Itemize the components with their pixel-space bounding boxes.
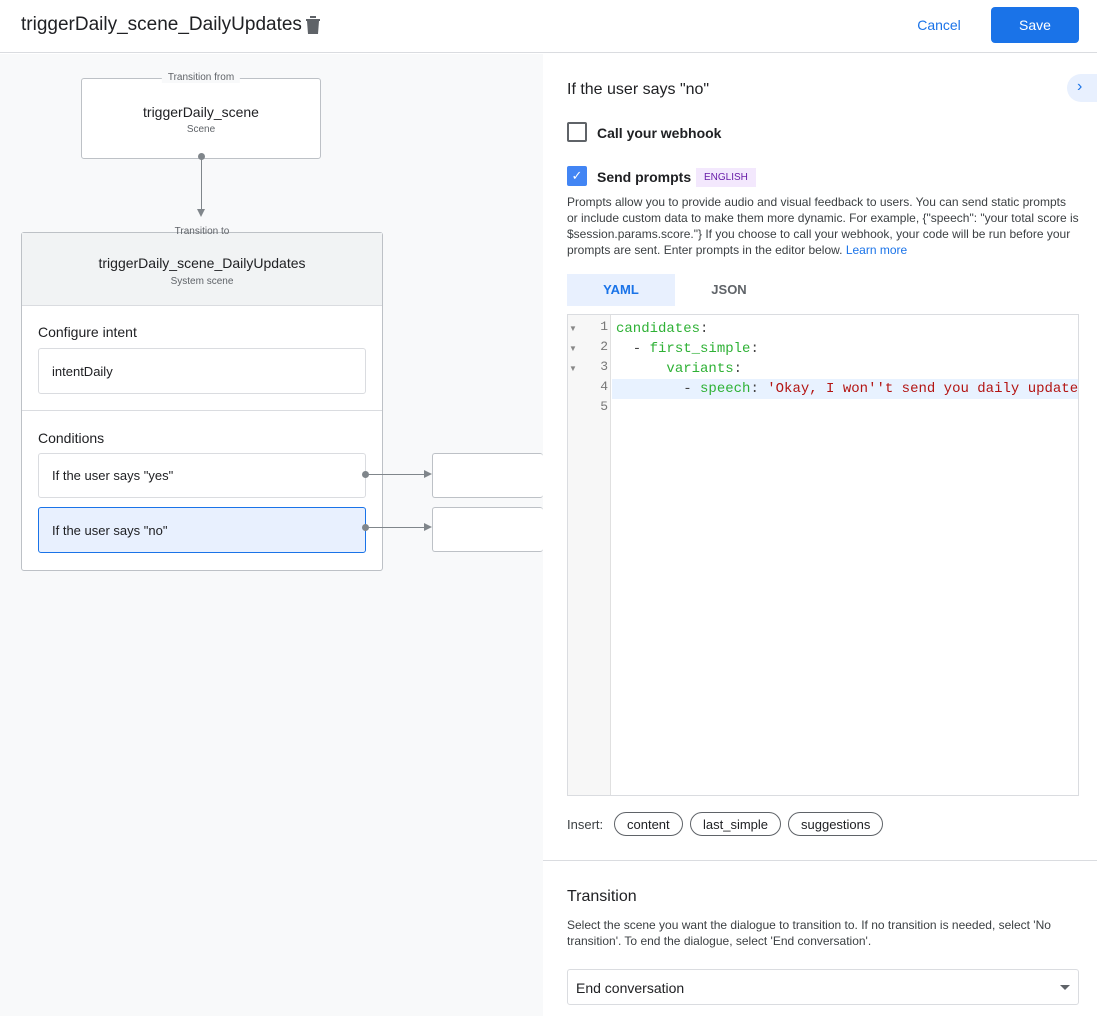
code-token: : [700, 321, 709, 337]
line-number: 1 [600, 319, 608, 334]
scene-type: System scene [170, 276, 234, 287]
target-node-yes[interactable] [432, 453, 543, 498]
chevron-right-icon[interactable]: › [1067, 74, 1097, 102]
code-token [616, 361, 666, 377]
code-token: - [616, 341, 650, 357]
transition-title: Transition [567, 888, 637, 905]
arrow-right-icon [424, 523, 432, 531]
connector-line [366, 527, 426, 528]
insert-label: Insert: [567, 817, 604, 832]
line-number: 2 [600, 339, 608, 354]
code-token: - [616, 381, 701, 397]
tab-json[interactable]: JSON [711, 282, 747, 297]
dropdown-arrow-icon [1060, 985, 1070, 990]
code-token: : [750, 341, 759, 357]
transition-description: Select the scene you want the dialogue t… [567, 918, 1051, 948]
scene-type: Scene [186, 124, 216, 135]
conditions-label: Conditions [38, 430, 105, 446]
transition-select[interactable]: End conversation [567, 969, 1079, 1005]
insert-chip-content[interactable]: content [614, 812, 683, 836]
tab-yaml[interactable]: YAML [567, 274, 675, 306]
code-line: candidates: [616, 319, 708, 339]
arrow-down-icon [197, 209, 205, 217]
prompts-checkbox[interactable]: ✓ [567, 166, 587, 186]
fold-arrow-icon[interactable]: ▼ [569, 364, 577, 373]
node-caption: Transition from [161, 72, 241, 83]
arrow-right-icon [424, 470, 432, 478]
connector-line [366, 474, 426, 475]
fold-arrow-icon[interactable]: ▼ [569, 324, 577, 333]
line-number: 5 [600, 399, 608, 414]
learn-more-link[interactable]: Learn more [845, 243, 908, 257]
condition-yes[interactable]: If the user says "yes" [38, 453, 366, 498]
divider [543, 860, 1097, 861]
target-node-no[interactable] [432, 507, 543, 552]
transition-from-node[interactable]: Transition from triggerDaily_scene Scene [81, 72, 321, 159]
top-bar: triggerDaily_scene_DailyUpdates Cancel S… [0, 0, 1097, 53]
connector-dot [362, 471, 369, 478]
code-token: variants [666, 361, 734, 377]
prompts-label: Send prompts [597, 169, 692, 185]
divider [22, 410, 382, 411]
scene-name: triggerDaily_scene [143, 104, 259, 120]
code-line: - speech: 'Okay, I won''t send you daily… [616, 379, 1078, 399]
language-badge: ENGLISH [696, 168, 756, 187]
fold-arrow-icon[interactable]: ▼ [569, 344, 577, 353]
insert-chip-suggestions[interactable]: suggestions [788, 812, 884, 836]
panel-title: If the user says "no" [567, 81, 710, 98]
code-token: : [750, 381, 768, 397]
code-token: : [733, 361, 743, 377]
node-caption: Transition to [174, 226, 230, 237]
code-token: candidates [616, 321, 701, 337]
scene-name: triggerDaily_scene_DailyUpdates [98, 255, 306, 271]
trash-icon[interactable] [305, 15, 321, 35]
connector-dot [362, 524, 369, 531]
webhook-label: Call your webhook [597, 125, 722, 141]
save-button[interactable]: Save [991, 7, 1079, 43]
intent-field[interactable]: intentDaily [38, 348, 366, 394]
editor-gutter [568, 315, 611, 795]
code-token: first_simple [649, 341, 751, 357]
line-number: 4 [600, 379, 608, 394]
code-token: speech [700, 381, 751, 397]
configure-intent-label: Configure intent [38, 324, 137, 340]
code-line: - first_simple: [616, 339, 759, 359]
code-token: 'Okay, I won''t send you daily update [767, 381, 1079, 397]
transition-select-value: End conversation [576, 980, 685, 996]
line-number: 3 [600, 359, 608, 374]
cancel-button[interactable]: Cancel [905, 8, 973, 42]
insert-chip-last-simple[interactable]: last_simple [690, 812, 782, 836]
page-title: triggerDaily_scene_DailyUpdates [21, 14, 302, 35]
code-line: variants: [616, 359, 742, 379]
active-line [612, 379, 1078, 399]
webhook-checkbox[interactable] [567, 122, 587, 142]
prompts-description: Prompts allow you to provide audio and v… [567, 195, 1079, 257]
connector-dot [198, 153, 205, 160]
condition-no[interactable]: If the user says "no" [38, 507, 366, 553]
connector-line [201, 158, 202, 210]
